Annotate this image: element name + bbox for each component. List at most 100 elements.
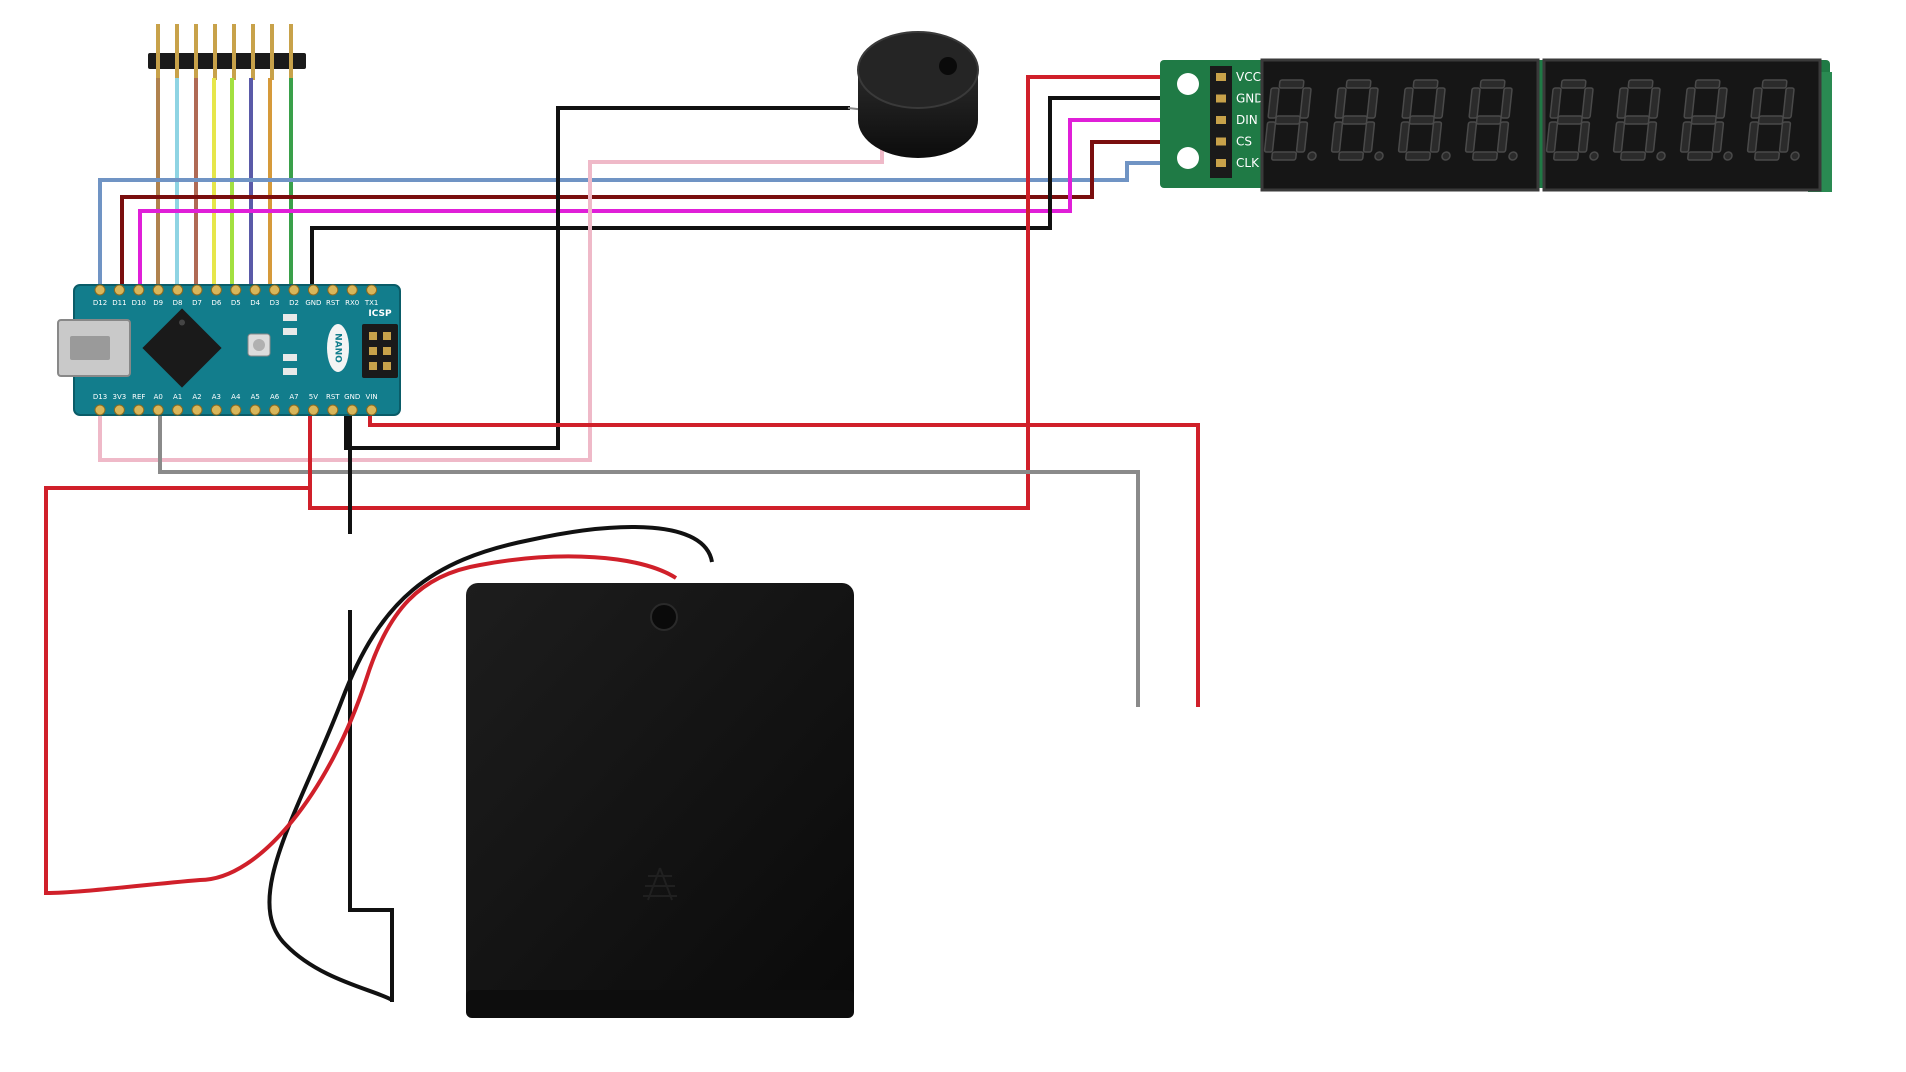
- display-pin: [1216, 137, 1226, 146]
- reset-button-cap: [253, 339, 265, 351]
- segment: [1746, 121, 1760, 153]
- top-pin-pad: [191, 284, 203, 296]
- bottom-pin-label: A1: [173, 393, 182, 401]
- segment: [1754, 151, 1780, 161]
- bottom-pin-label: A7: [289, 393, 298, 401]
- seven-segment-digit: [1679, 79, 1733, 161]
- segment: [1496, 121, 1510, 153]
- display-pin-label: VCC: [1236, 70, 1261, 84]
- icsp-pin: [383, 332, 391, 340]
- top-pin-pad: [249, 284, 261, 296]
- decimal-point: [1374, 151, 1384, 161]
- battery-screw-hole: [650, 603, 678, 631]
- segment: [1338, 151, 1364, 161]
- display-pin: [1216, 116, 1226, 124]
- top-pin-pad: [366, 284, 378, 296]
- segment: [1464, 121, 1478, 153]
- wire-vin-red: [368, 408, 1200, 707]
- nano-label: NANO: [333, 333, 343, 363]
- segment: [1429, 121, 1443, 153]
- decimal-point: [1589, 151, 1599, 161]
- bottom-pin-label: 3V3: [113, 393, 127, 401]
- led-l: [283, 368, 297, 375]
- top-pin-label: D8: [173, 299, 183, 307]
- segment: [1278, 79, 1305, 89]
- segment: [1577, 121, 1591, 153]
- wire-cs: [120, 140, 1212, 292]
- segment: [1267, 87, 1280, 119]
- led-tx: [283, 314, 297, 321]
- segment: [1553, 151, 1579, 161]
- top-pin-label: D11: [112, 299, 126, 307]
- segment: [1616, 87, 1629, 119]
- display-pin: [1216, 73, 1226, 81]
- bottom-pin-label: REF: [132, 393, 145, 401]
- header-pin-body: [148, 53, 306, 69]
- top-pin-label: RST: [326, 299, 340, 307]
- segment: [1408, 115, 1435, 125]
- bottom-pin-label: A5: [251, 393, 260, 401]
- bottom-pin-pad: [269, 404, 281, 416]
- segment: [1750, 87, 1763, 119]
- display-pin: [1216, 159, 1226, 167]
- wire-display-vcc: [308, 75, 1212, 510]
- wire-din: [138, 118, 1212, 292]
- segment: [1620, 151, 1646, 161]
- top-pin-label: D9: [153, 299, 163, 307]
- led-on: [283, 354, 297, 361]
- header-pins: [156, 24, 293, 80]
- digits: [1263, 79, 1800, 161]
- icsp-pin: [369, 332, 377, 340]
- display-pin-label: DIN: [1236, 113, 1258, 127]
- segment: [1295, 121, 1309, 153]
- segment: [1690, 115, 1717, 125]
- segment: [1397, 121, 1411, 153]
- segment: [1549, 87, 1562, 119]
- header-pin-strip: [148, 24, 306, 80]
- bottom-pin-pad: [346, 404, 358, 416]
- segment: [1345, 79, 1372, 89]
- seven-segment-digit: [1545, 79, 1599, 161]
- segment: [1362, 121, 1376, 153]
- seven-segment-digit: [1263, 79, 1317, 161]
- segment: [1711, 121, 1725, 153]
- top-pin-label: RX0: [345, 299, 359, 307]
- buzzer-top: [857, 31, 979, 109]
- top-pin-pad: [210, 284, 222, 296]
- top-pin-pad: [269, 284, 281, 296]
- icsp-pin: [383, 362, 391, 370]
- decimal-point: [1723, 151, 1733, 161]
- bottom-pin-pad: [288, 404, 300, 416]
- segment: [1648, 87, 1661, 119]
- icsp-pin: [369, 362, 377, 370]
- top-pin-label: D5: [231, 299, 241, 307]
- segment: [1545, 121, 1559, 153]
- segment: [1334, 87, 1347, 119]
- segment: [1627, 79, 1654, 89]
- top-pin-pad: [133, 284, 145, 296]
- buzzer: [847, 31, 979, 158]
- segment: [1475, 115, 1502, 125]
- header-pin: [251, 24, 255, 80]
- seven-segment-digit: [1746, 79, 1800, 161]
- segment: [1556, 115, 1583, 125]
- led-rx: [283, 328, 297, 335]
- icsp-header: [362, 324, 398, 378]
- header-pin: [232, 24, 236, 80]
- bottom-pin-pad: [210, 404, 222, 416]
- bottom-pin-pad: [366, 404, 378, 416]
- top-pin-label: D2: [289, 299, 299, 307]
- bottom-pin-pad: [191, 404, 203, 416]
- header-pin: [194, 24, 198, 80]
- icsp-pins: [369, 332, 391, 370]
- segment: [1761, 79, 1788, 89]
- segment: [1299, 87, 1312, 119]
- top-pin-pad: [152, 284, 164, 296]
- seven-segment-digit: [1330, 79, 1384, 161]
- wire-clk: [98, 161, 1212, 292]
